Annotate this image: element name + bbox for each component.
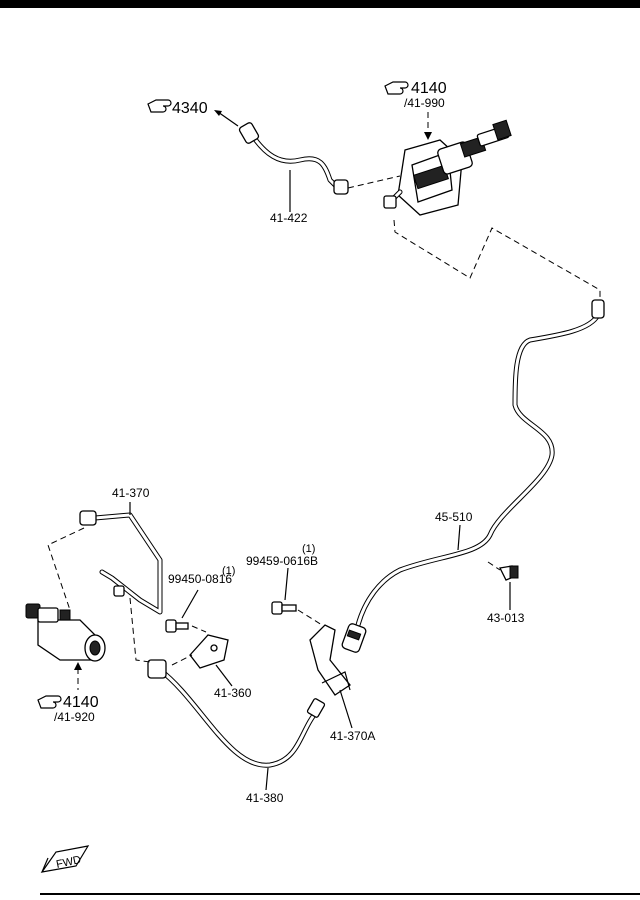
leader-41-360: [215, 664, 233, 687]
arrow-head-icon: [74, 662, 82, 670]
dash-41-370-to-hose: [129, 597, 151, 663]
leader-41-370A: [339, 689, 353, 729]
ref-4140-top-callout[interactable]: 4140 /41-990: [384, 80, 447, 110]
label-41-422: 41-422: [270, 211, 308, 225]
hose-41-380: [147, 659, 326, 768]
bolt-99450: [165, 619, 189, 633]
top-border: [0, 0, 640, 8]
ref-4140-bottom-callout[interactable]: 4140 /41-920: [37, 694, 99, 724]
ref-41-920-label: /41-920: [54, 710, 95, 724]
label-43-013: 43-013: [487, 611, 525, 625]
leader-99459: [284, 567, 289, 601]
dash-hose-bracket: [171, 654, 193, 666]
bottom-border: [40, 893, 640, 895]
leader-99450: [181, 589, 199, 619]
ref-4140-top-label: 4140: [411, 80, 447, 97]
bracket-41-360: [189, 634, 229, 669]
qty-99450: (1): [222, 565, 235, 577]
label-41-360: 41-360: [214, 686, 252, 700]
ref-4340-callout[interactable]: 4340: [147, 99, 208, 117]
label-41-370: 41-370: [112, 486, 150, 500]
dash-41-422-to-master: [347, 175, 401, 189]
leader-41-380: [265, 767, 269, 791]
arrow-head-icon: [424, 132, 432, 140]
dash-break-line: [393, 219, 601, 300]
label-99459: 99459-0616B: [246, 554, 318, 568]
ref-4140-bottom-label: 4140: [63, 694, 99, 711]
qty-99459: (1): [302, 543, 315, 555]
ref-4340-label: 4340: [172, 100, 208, 117]
dash-41-370-to-slave: [47, 527, 85, 611]
pointing-hand-icon: [147, 99, 172, 113]
dash-bolt-99450: [191, 625, 207, 633]
arrow-head-icon: [214, 110, 222, 116]
ref-41-990-label: /41-990: [404, 96, 445, 110]
label-99450: 99450-0816: [168, 572, 232, 586]
leader-45-510: [457, 524, 461, 551]
pointing-hand-icon: [37, 695, 62, 709]
pipe-41-422: [238, 122, 349, 195]
clutch-release-cylinder: [25, 603, 106, 662]
pipe-41-370: [79, 510, 163, 615]
clutch-master-cylinder: [383, 119, 512, 216]
fwd-arrow-icon: FWD: [40, 845, 90, 873]
bolt-99459: [271, 601, 297, 615]
pointing-hand-icon: [384, 81, 409, 95]
fwd-label: FWD: [55, 854, 82, 871]
dash-clip: [487, 561, 501, 571]
dash-bolt-to-bracket: [297, 609, 323, 626]
ref-4340-arrow-line: [217, 111, 239, 127]
bracket-41-370A: [309, 624, 351, 696]
label-41-370A: 41-370A: [330, 729, 375, 743]
clip-43-013: [499, 565, 519, 581]
label-41-380: 41-380: [246, 791, 284, 805]
label-45-510: 45-510: [435, 510, 473, 524]
pipe-45-510: [341, 299, 605, 653]
